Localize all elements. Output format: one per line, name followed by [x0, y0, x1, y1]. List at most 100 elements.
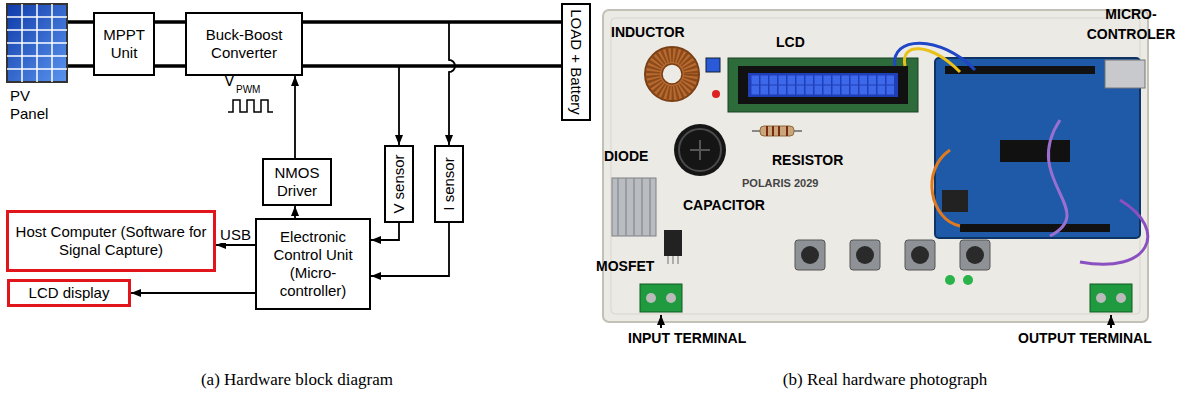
node-text: Buck-Boost Converter	[191, 26, 297, 62]
microcontroller-board	[945, 66, 1095, 74]
leader-arrow	[1110, 315, 1112, 328]
node-text: V sensor	[390, 154, 408, 213]
push-buttons	[966, 246, 984, 264]
signal-arrow	[294, 76, 296, 158]
lcd-module	[728, 58, 918, 112]
microcontroller-board	[1000, 140, 1070, 162]
diode-heatsink	[612, 178, 656, 236]
pv-panel: PV Panel	[6, 3, 76, 125]
signal-arrow	[371, 223, 449, 276]
resistor-drawing	[752, 126, 802, 136]
part-label: OUTPUT TERMINAL	[1018, 330, 1152, 347]
inductor-drawing	[645, 47, 699, 101]
push-buttons	[795, 240, 990, 270]
signal-arrow	[131, 292, 255, 294]
board-silkscreen: POLARIS 2029	[742, 177, 818, 190]
signal-name: V	[224, 72, 235, 90]
pv-cell-line	[7, 68, 67, 70]
sensor-box: V sensor	[384, 145, 414, 223]
lcd-module	[738, 66, 908, 104]
inductor-drawing	[653, 55, 691, 93]
microcontroller-board	[935, 58, 1145, 238]
node-text: LOAD + Battery	[567, 9, 585, 114]
mosfet-drawing	[668, 256, 678, 264]
push-buttons	[795, 240, 825, 270]
jumper-wires	[1080, 200, 1148, 264]
microcontroller-board	[942, 190, 968, 212]
output-terminal-block	[1090, 284, 1132, 312]
driver-box: NMOS Driver	[262, 158, 332, 206]
signal-arrow	[216, 244, 255, 246]
jumper-wires	[895, 43, 975, 70]
pcb-board	[603, 10, 1148, 322]
node-text: NMOS Driver	[268, 164, 326, 200]
jumper-wires	[895, 43, 1148, 264]
node-text: LCD display	[29, 284, 110, 302]
control-box: Electronic Control Unit (Micro- controll…	[255, 218, 371, 310]
push-buttons	[850, 240, 880, 270]
part-label: MICRO- CONTROLER	[1080, 4, 1182, 44]
pv-cell-line	[7, 42, 67, 44]
output-terminal-block	[1116, 293, 1126, 303]
push-buttons	[960, 240, 990, 270]
green-led	[945, 275, 955, 285]
inductor-drawing	[645, 47, 699, 101]
signal-arrow	[303, 22, 455, 145]
capacitor-drawing	[674, 124, 726, 176]
part-label: MOSFET	[596, 258, 654, 275]
output-terminal-block	[1090, 284, 1132, 312]
pv-cell-line	[7, 16, 67, 18]
push-buttons	[911, 246, 929, 264]
host-box: Host Computer (Software for Signal Captu…	[6, 210, 216, 272]
node-text: Electronic Control Unit (Micro- controll…	[261, 228, 365, 300]
pv-panel-icon	[6, 3, 68, 83]
converter-box: Buck-Boost Converter	[185, 12, 303, 76]
pcb-bevel	[611, 18, 1140, 314]
sensor-box: I sensor	[434, 145, 464, 223]
push-buttons	[905, 240, 935, 270]
part-label: INPUT TERMINAL	[628, 330, 746, 347]
push-buttons	[856, 246, 874, 264]
pv-cell-line	[7, 29, 67, 31]
pv-cell-line	[7, 55, 67, 57]
part-label: CAPACITOR	[683, 197, 765, 214]
microcontroller-board	[1105, 60, 1145, 88]
mosfet-drawing	[664, 230, 682, 264]
inductor-drawing	[662, 64, 682, 84]
power-wire	[155, 22, 185, 66]
red-led	[712, 90, 720, 98]
resistor-drawing	[760, 126, 794, 136]
part-label: LCD	[776, 34, 805, 51]
input-terminal-block	[666, 293, 676, 303]
leader-arrow	[660, 315, 662, 328]
input-terminal-block	[646, 293, 656, 303]
part-label: INDUCTOR	[611, 24, 685, 41]
mppt-box: MPPT Unit	[93, 12, 155, 76]
capacitor-drawing	[674, 124, 726, 176]
lcd-module	[728, 58, 918, 112]
lcd-module	[751, 75, 895, 95]
node-text: I sensor	[440, 157, 458, 210]
microcontroller-board	[960, 224, 1110, 232]
part-label: RESISTOR	[772, 152, 843, 169]
jumper-wires	[1048, 120, 1067, 236]
input-terminal-block	[640, 284, 682, 312]
load-box: LOAD + Battery	[561, 3, 591, 121]
capacitor-drawing	[679, 129, 721, 171]
subfigure-caption: (a) Hardware block diagram	[201, 370, 393, 390]
signal-arrow	[371, 223, 399, 240]
signal-arrow	[294, 206, 296, 218]
signal-arrow	[303, 66, 399, 145]
push-buttons	[801, 246, 819, 264]
hardware-photo	[603, 10, 1148, 328]
pwm-waveform	[228, 100, 273, 112]
diode-heatsink	[618, 178, 650, 236]
node-text: PV Panel	[10, 87, 54, 123]
signal-subscript: PWM	[236, 84, 260, 96]
input-terminal-block	[640, 284, 682, 312]
green-led	[963, 275, 973, 285]
